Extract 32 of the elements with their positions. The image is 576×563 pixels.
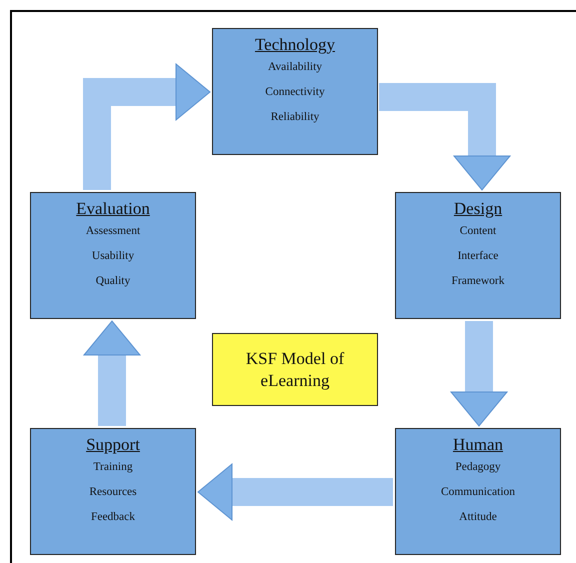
factor-box [395,428,561,555]
factor-item: Connectivity [265,86,325,99]
factor-box [30,428,196,555]
model-title: KSF Model of eLearning [244,348,346,392]
block-arrow [379,83,510,190]
factor-item: Framework [451,275,504,288]
title-box [212,333,378,406]
block-arrow [84,320,140,426]
factor-heading: Support [86,435,140,455]
factor-item: Interface [458,250,498,263]
factor-item: Quality [96,275,130,288]
factor-item: Training [93,461,133,474]
factor-item: Feedback [90,511,136,524]
factor-box [30,192,196,319]
factor-item: Content [460,225,496,238]
block-arrow [198,464,393,520]
factor-item: Pedagogy [455,461,501,474]
factor-heading: Evaluation [76,199,150,219]
factor-heading: Technology [254,35,335,55]
factor-item: Attitude [459,511,497,524]
factor-item: Communication [440,486,516,499]
factor-item: Reliability [270,111,320,124]
block-arrow [450,321,508,426]
factor-heading: Design [454,199,502,219]
factor-item: Assessment [86,225,140,238]
factor-item: Usability [92,250,134,263]
block-arrow [83,64,210,190]
factor-heading: Human [452,435,504,455]
factor-box [395,192,561,319]
factor-item: Resources [89,486,137,499]
factor-box [212,28,378,155]
factor-item: Availability [268,61,322,74]
